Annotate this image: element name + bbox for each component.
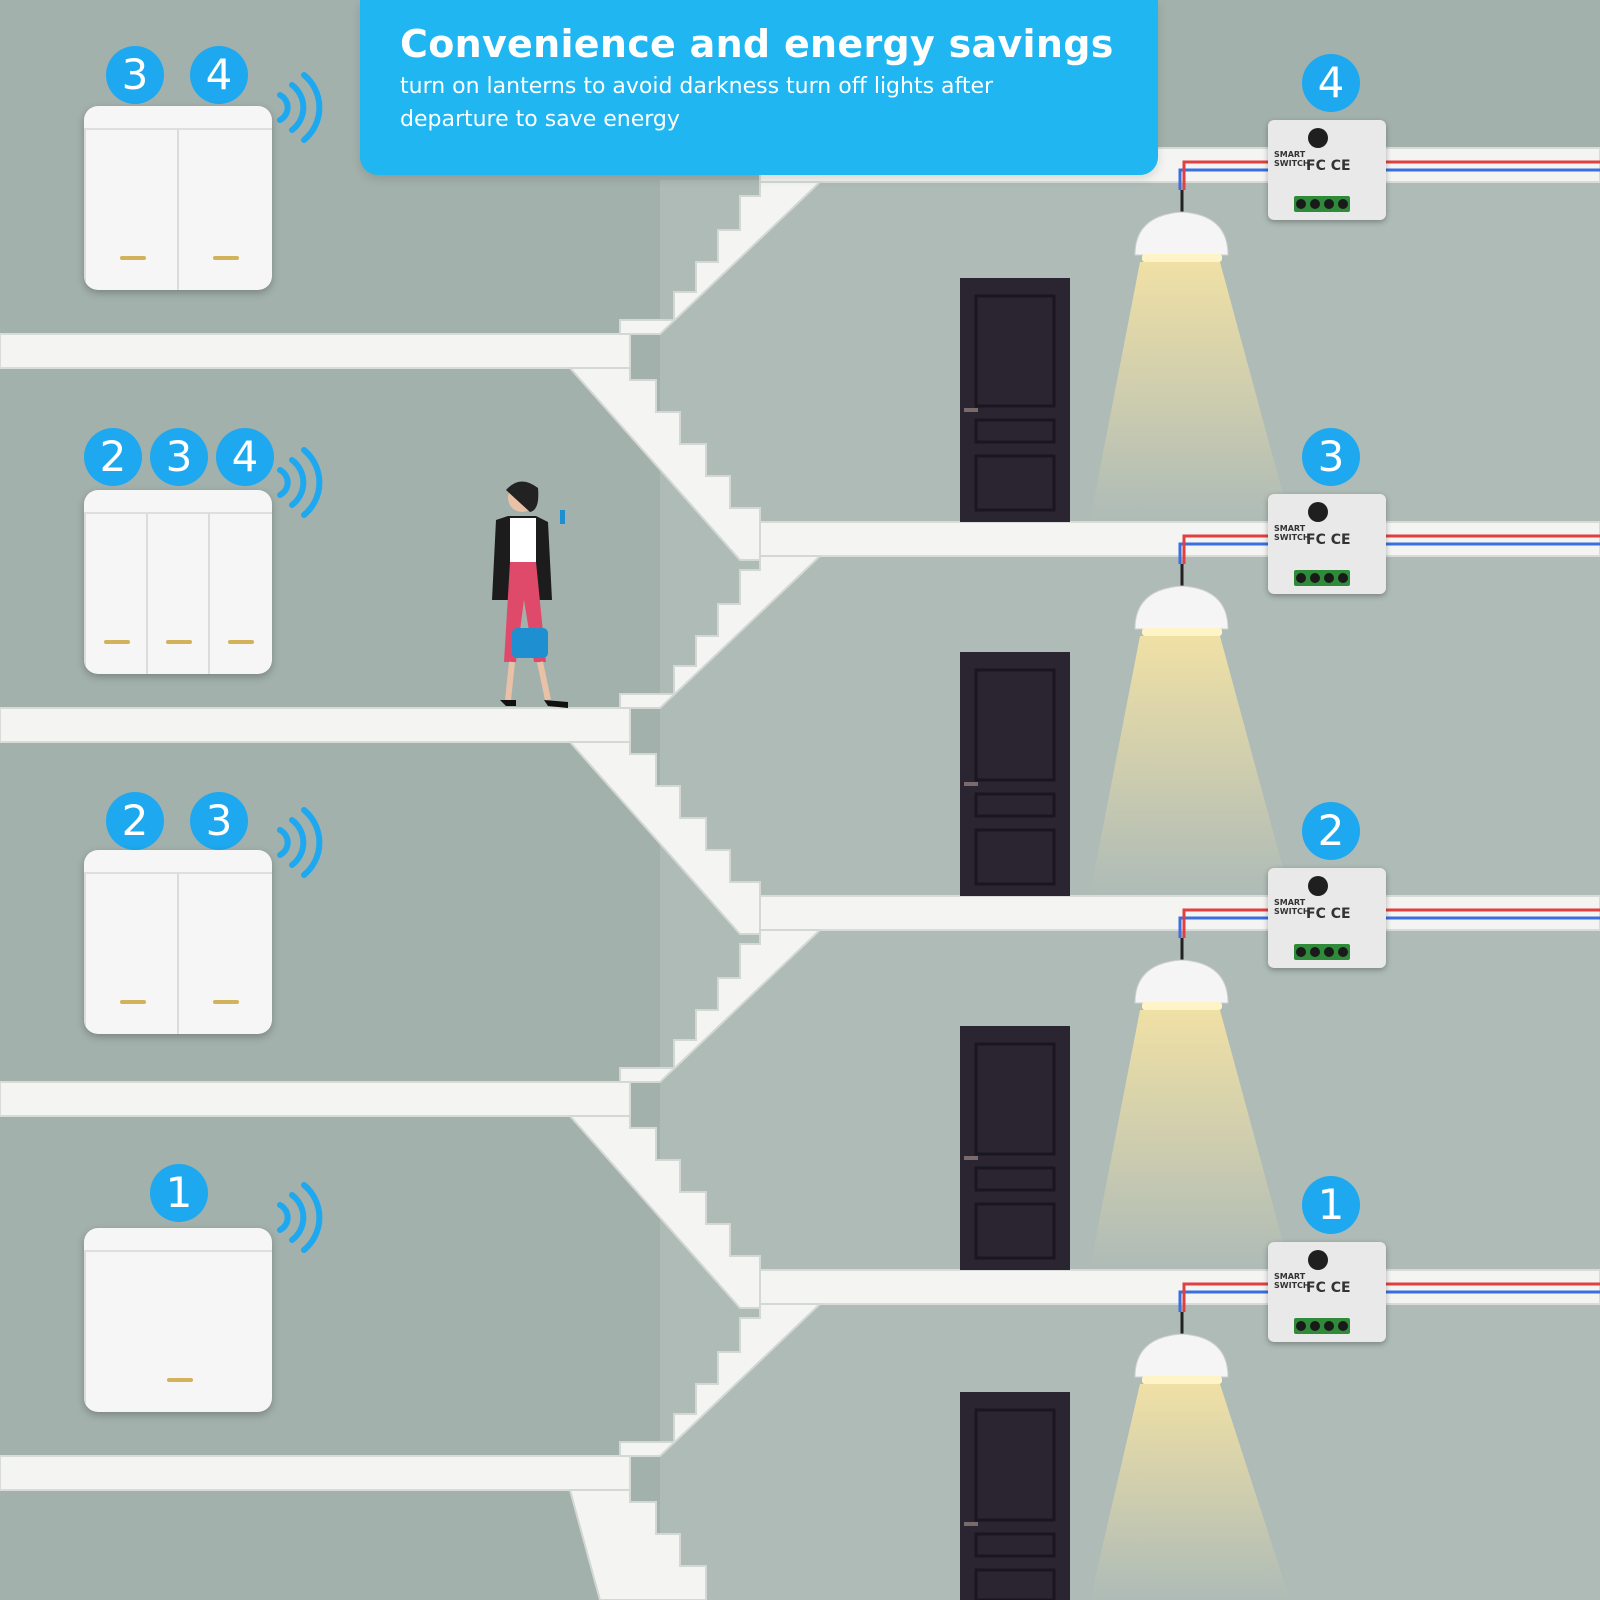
- staircases: [567, 181, 823, 1600]
- terminal-block: [1294, 1318, 1350, 1334]
- channel-badge-3: 3: [106, 46, 164, 104]
- floor-slabs: [0, 333, 631, 1491]
- certification-marks: FC CE: [1306, 158, 1351, 174]
- door-icon: [960, 652, 1070, 896]
- banner-subtitle: turn on lanterns to avoid darkness turn …: [400, 74, 994, 132]
- switch-key-3[interactable]: [146, 514, 210, 674]
- relay-badge-4: 4: [1302, 54, 1360, 112]
- relay-label: SMART SWITCH: [1274, 150, 1310, 168]
- wireless-wall-switch-3-gang[interactable]: [84, 490, 272, 674]
- lamp-light-beams: [1090, 262, 1290, 1600]
- wireless-wall-switch-2-gang[interactable]: [84, 850, 272, 1034]
- relay-badge-1: 1: [1302, 1176, 1360, 1234]
- door-icon: [960, 1392, 1070, 1600]
- channel-badge-1: 1: [150, 1164, 208, 1222]
- pendant-lamp-icon: [1134, 564, 1229, 636]
- terminal-block: [1294, 196, 1350, 212]
- pairing-button[interactable]: [1308, 1250, 1328, 1270]
- switch-key-3[interactable]: [84, 130, 179, 290]
- pendant-lamp-icon: [1134, 938, 1229, 1010]
- certification-marks: FC CE: [1306, 1280, 1351, 1296]
- relay-badge-3: 3: [1302, 428, 1360, 486]
- terminal-block: [1294, 570, 1350, 586]
- pairing-button[interactable]: [1308, 502, 1328, 522]
- smart-switch-relay-module: SMART SWITCH FC CE: [1268, 1242, 1386, 1342]
- door-icon: [960, 1026, 1070, 1270]
- wireless-signal-icon: [277, 1182, 323, 1253]
- smart-switch-relay-module: SMART SWITCH FC CE: [1268, 120, 1386, 220]
- wireless-signal-icon: [277, 447, 323, 518]
- pendant-lamp-icon: [1134, 190, 1229, 262]
- person-with-phone-icon: [492, 481, 568, 708]
- terminal-block: [1294, 944, 1350, 960]
- switch-key-1[interactable]: [84, 1252, 272, 1412]
- smart-switch-relay-module: SMART SWITCH FC CE: [1268, 494, 1386, 594]
- relay-label: SMART SWITCH: [1274, 524, 1310, 542]
- switch-key-2[interactable]: [84, 874, 179, 1034]
- power-wires: [1178, 160, 1600, 1312]
- door-icon: [960, 278, 1070, 522]
- switch-key-2[interactable]: [84, 514, 148, 674]
- certification-marks: FC CE: [1306, 532, 1351, 548]
- pairing-button[interactable]: [1308, 128, 1328, 148]
- pairing-button[interactable]: [1308, 876, 1328, 896]
- wireless-signal-icon: [277, 72, 323, 143]
- switch-key-3[interactable]: [177, 874, 272, 1034]
- switch-key-4[interactable]: [177, 130, 272, 290]
- switch-key-4[interactable]: [208, 514, 272, 674]
- channel-badge-2: 2: [84, 428, 142, 486]
- channel-badge-4: 4: [190, 46, 248, 104]
- relay-badge-2: 2: [1302, 802, 1360, 860]
- relay-label: SMART SWITCH: [1274, 898, 1310, 916]
- pendant-lamp-icon: [1134, 1312, 1229, 1384]
- wireless-signal-icon: [277, 807, 323, 878]
- smart-switch-relay-module: SMART SWITCH FC CE: [1268, 868, 1386, 968]
- channel-badge-3: 3: [150, 428, 208, 486]
- channel-badge-3: 3: [190, 792, 248, 850]
- wireless-wall-switch-2-gang[interactable]: [84, 106, 272, 290]
- headline-banner: Convenience and energy savings turn on l…: [360, 0, 1158, 175]
- relay-label: SMART SWITCH: [1274, 1272, 1310, 1290]
- channel-badge-4: 4: [216, 428, 274, 486]
- channel-badge-2: 2: [106, 792, 164, 850]
- certification-marks: FC CE: [1306, 906, 1351, 922]
- banner-title: Convenience and energy savings: [400, 22, 1114, 66]
- wireless-wall-switch-1-gang[interactable]: [84, 1228, 272, 1412]
